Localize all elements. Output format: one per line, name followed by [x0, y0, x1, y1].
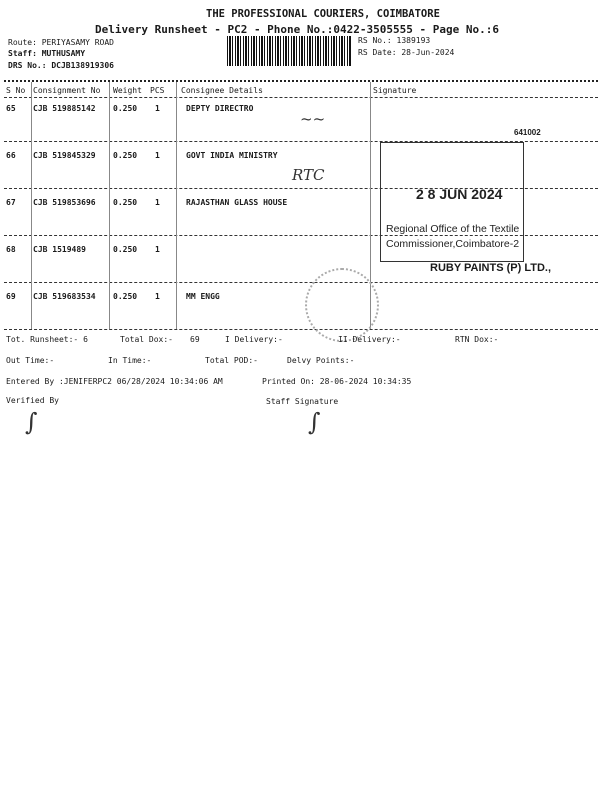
col-consignment: Consignment No [33, 86, 101, 95]
staff-signature-mark: ∫ [308, 408, 321, 436]
cell-cno: CJB 519683534 [33, 292, 96, 301]
cell-pcs: 1 [155, 292, 160, 301]
cell-sno: 66 [6, 151, 16, 160]
company-stamp: RUBY PAINTS (P) LTD., [430, 262, 551, 274]
cell-pcs: 1 [155, 104, 160, 113]
cell-cno: CJB 519885142 [33, 104, 96, 113]
round-seal [305, 268, 379, 342]
staff-signature: Staff Signature [266, 397, 339, 406]
signature-65: ~~ [300, 110, 326, 128]
stamp-office: Regional Office of the Textile [386, 223, 520, 235]
col-consignee: Consignee Details [181, 86, 263, 95]
rtn-dox: RTN Dox:- [455, 335, 499, 344]
total-pod: Total POD:- [205, 356, 258, 365]
verifier-signature: ∫ [25, 408, 38, 436]
cell-sno: 65 [6, 104, 16, 113]
company-title: THE PROFESSIONAL COURIERS, COIMBATORE [206, 8, 440, 20]
runsheet-subtitle: Delivery Runsheet - PC2 - Phone No.:0422… [95, 23, 499, 36]
cell-cno: CJB 1519489 [33, 245, 86, 254]
cell-cno: CJB 519845329 [33, 151, 96, 160]
cell-weight: 0.250 [113, 245, 138, 254]
stamp-date: 2 8 JUN 2024 [416, 186, 503, 202]
cell-pcs: 1 [155, 245, 160, 254]
col-signature: Signature [373, 86, 417, 95]
cell-pcs: 1 [155, 198, 160, 207]
in-time: In Time:- [108, 356, 152, 365]
col-sno: S No [6, 86, 26, 95]
barcode [227, 36, 352, 66]
printed-on: Printed On: 28-06-2024 10:34:35 [262, 377, 412, 386]
ii-delivery: II Delivery:- [338, 335, 401, 344]
rs-number: RS No.: 1389193 [358, 36, 431, 45]
out-time: Out Time:- [6, 356, 55, 365]
cell-weight: 0.250 [113, 151, 138, 160]
cell-cno: CJB 519853696 [33, 198, 96, 207]
cell-weight: 0.250 [113, 292, 138, 301]
cell-consignee: DEPTY DIRECTRO [186, 104, 254, 113]
cell-sno: 68 [6, 245, 16, 254]
cell-weight: 0.250 [113, 104, 138, 113]
entered-by: Entered By :JENIFERPC2 06/28/2024 10:34:… [6, 377, 223, 386]
cell-consignee: GOVT INDIA MINISTRY [186, 151, 278, 160]
col-pcs: PCS [150, 86, 165, 95]
col-weight: Weight [113, 86, 142, 95]
total-dox-value: 69 [190, 335, 200, 344]
handwritten-rtc: RTC [292, 166, 325, 184]
tot-runsheet: Tot. Runsheet:- 6 [6, 335, 88, 344]
total-dox-label: Total Dox:- [120, 335, 173, 344]
verified-by: Verified By [6, 396, 59, 405]
cell-sno: 69 [6, 292, 16, 301]
stamp-city: Commissioner,Coimbatore-2 [386, 238, 520, 250]
cell-consignee: MM ENGG [186, 292, 220, 301]
stamp-pin: 641002 [514, 128, 541, 137]
cell-weight: 0.250 [113, 198, 138, 207]
drs-number: DRS No.: DCJB138919306 [8, 61, 114, 70]
delvy-points: Delvy Points:- [287, 356, 355, 365]
cell-sno: 67 [6, 198, 16, 207]
staff: Staff: MUTHUSAMY [8, 49, 86, 58]
office-stamp: 2 8 JUN 2024 Regional Office of the Text… [380, 142, 524, 262]
cell-pcs: 1 [155, 151, 160, 160]
i-delivery: I Delivery:- [225, 335, 283, 344]
route: Route: PERIYASAMY ROAD [8, 38, 114, 47]
rs-date: RS Date: 28-Jun-2024 [358, 48, 455, 57]
cell-consignee: RAJASTHAN GLASS HOUSE [186, 198, 288, 207]
